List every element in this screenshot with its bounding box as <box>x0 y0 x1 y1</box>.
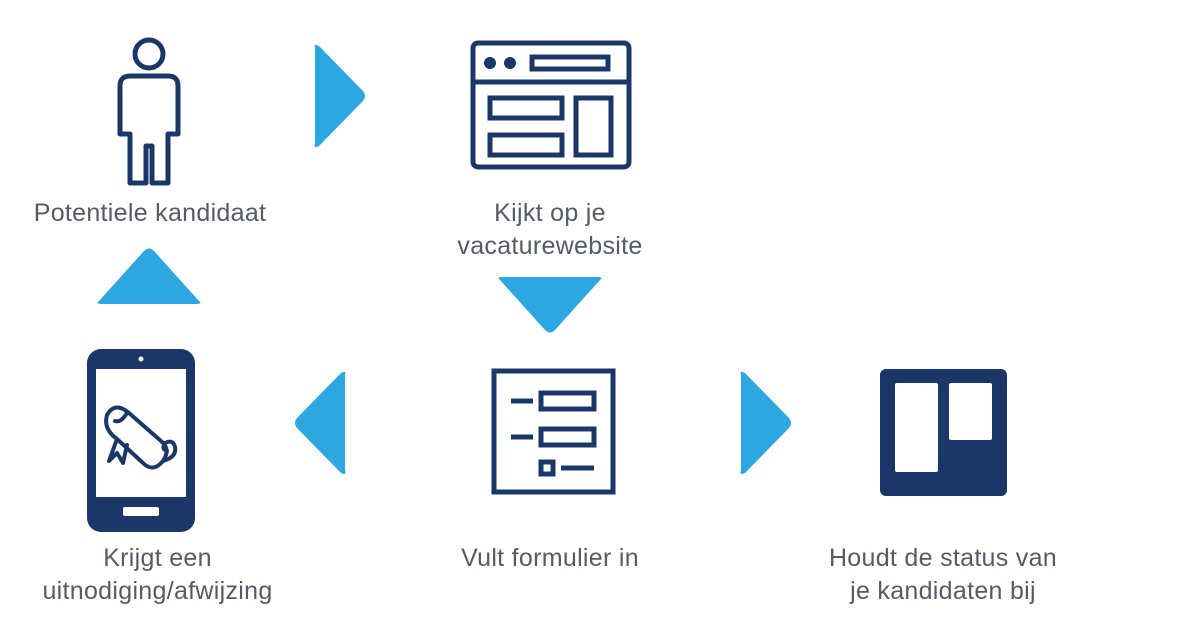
step-label-receives-invitation-rejection: Krijgt een uitnodiging/afwijzing <box>0 542 315 608</box>
kanban-board-icon <box>880 369 1007 496</box>
label-line: vacaturewebsite <box>457 232 643 260</box>
label-line: Kijkt op je <box>494 199 606 227</box>
browser-window-icon <box>470 40 632 170</box>
arrow-right-icon <box>737 370 795 476</box>
person-icon <box>110 36 188 186</box>
label-line: Vult formulier in <box>461 544 639 572</box>
arrow-down-icon <box>496 277 604 334</box>
smartphone-diploma-icon <box>87 349 195 532</box>
label-line: je kandidaten bij <box>850 577 1036 605</box>
label-line: Houdt de status van <box>828 544 1058 572</box>
label-line: Potentiele kandidaat <box>33 199 267 227</box>
step-label-potential-candidate: Potentiele kandidaat <box>0 197 300 230</box>
step-label-tracks-candidate-status: Houdt de status van je kandidaten bij <box>793 542 1093 608</box>
step-label-views-vacancy-website: Kijkt op je vacaturewebsite <box>400 197 700 263</box>
arrow-left-icon <box>291 370 349 476</box>
step-label-fills-in-form: Vult formulier in <box>400 542 700 575</box>
arrow-right-icon <box>311 43 369 149</box>
form-list-icon <box>491 368 616 495</box>
label-line: uitnodiging/afwijzing <box>42 577 273 605</box>
label-line: Krijgt een <box>103 544 212 572</box>
arrow-up-icon <box>95 247 203 304</box>
